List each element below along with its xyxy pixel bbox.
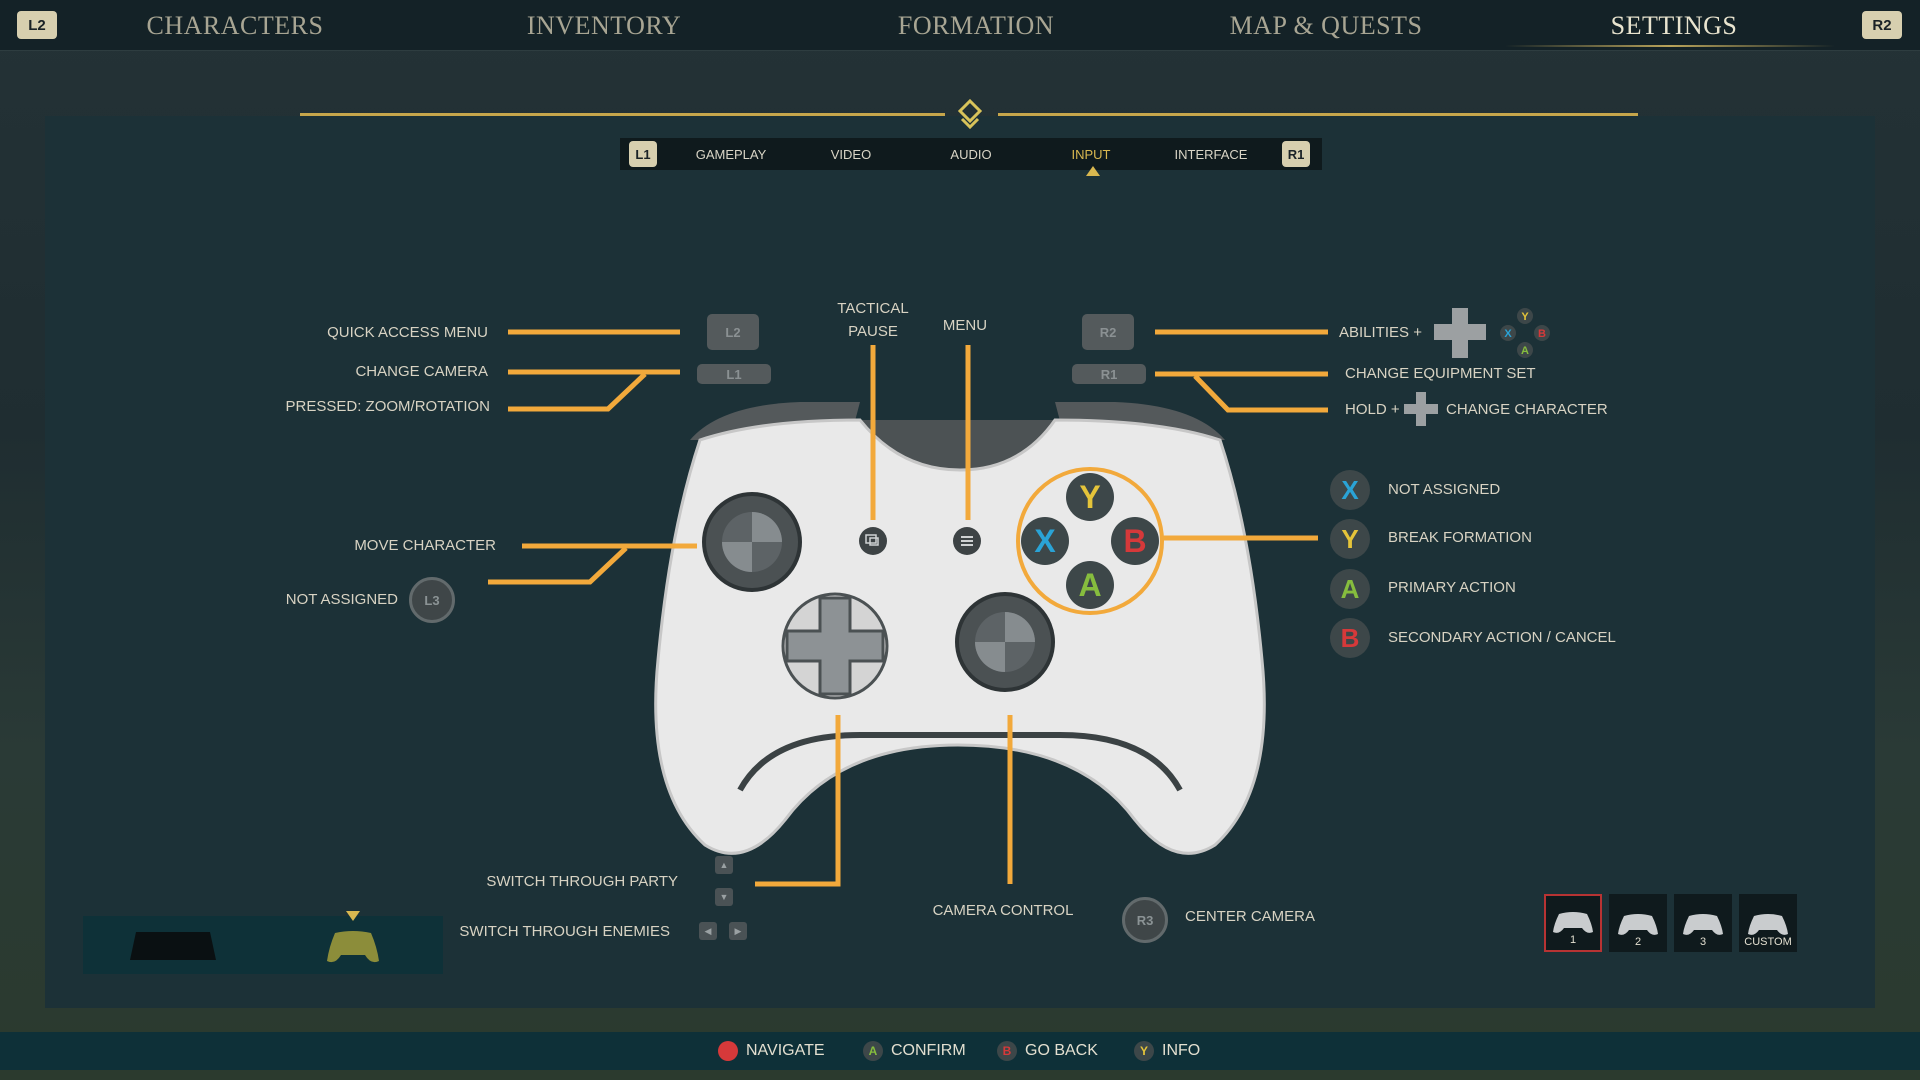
label-not-assigned-l3: NOT ASSIGNED (285, 591, 398, 608)
preset-label: 2 (1634, 936, 1642, 948)
preset-custom[interactable]: CUSTOM (1739, 894, 1797, 952)
rune-emblem-icon (957, 98, 983, 130)
l2-trigger: L2 (707, 314, 759, 350)
hint-info-label: INFO (1162, 1042, 1201, 1059)
subtab-audio[interactable]: AUDIO (950, 147, 992, 162)
a-button-icon: A (863, 1041, 883, 1061)
hint-navigate-label: NAVIGATE (746, 1042, 825, 1059)
label-y-break-formation: BREAK FORMATION (1388, 529, 1532, 546)
face-button-b: B (1123, 523, 1147, 559)
label-switch-through-enemies: SWITCH THROUGH ENEMIES (459, 923, 670, 940)
label-a-primary-action: PRIMARY ACTION (1388, 579, 1516, 596)
face-buttons-icon: Y X B A (1500, 308, 1550, 358)
dpad-right-icon: ▶ (729, 922, 747, 940)
top-nav-bar (0, 0, 1920, 51)
label-abilities: ABILITIES + (1339, 324, 1422, 341)
hint-info: Y INFO (1134, 1041, 1200, 1061)
selected-device-marker-icon (346, 911, 360, 921)
label-change-equipment-set: CHANGE EQUIPMENT SET (1345, 365, 1536, 382)
gamepad-preset-icon (1553, 912, 1593, 933)
subtab-interface[interactable]: INTERFACE (1174, 147, 1248, 162)
l1-bumper-hint[interactable]: L1 (629, 141, 657, 167)
l3-button-icon: L3 (409, 577, 455, 623)
preset-1[interactable]: 1 (1544, 894, 1602, 952)
label-change-camera: CHANGE CAMERA (355, 363, 488, 380)
label-quick-access-menu: QUICK ACCESS MENU (327, 324, 488, 341)
navigate-stick-icon (718, 1041, 738, 1061)
tab-characters[interactable]: CHARACTERS (146, 11, 324, 40)
hint-confirm: A CONFIRM (863, 1041, 966, 1061)
face-button-a: A (1078, 567, 1102, 603)
y-button-icon: Y (1134, 1041, 1154, 1061)
label-tactical-pause: TACTICAL PAUSE (837, 300, 909, 340)
label-menu: MENU (942, 317, 988, 334)
label-zoom-rotation: PRESSED: ZOOM/ROTATION (285, 398, 490, 415)
x-button-icon: X (1330, 470, 1370, 510)
label-hold: HOLD + (1345, 401, 1400, 418)
dpad-left-icon: ◀ (699, 922, 717, 940)
keyboard-device-icon[interactable] (130, 930, 216, 962)
gamepad-device-icon[interactable] (325, 927, 381, 965)
gamepad-preset-icon (1748, 914, 1788, 935)
r2-bumper-hint[interactable]: R2 (1862, 11, 1902, 39)
preset-label: CUSTOM (1744, 936, 1792, 948)
label-switch-through-party: SWITCH THROUGH PARTY (486, 873, 678, 890)
dpad-up-icon: ▲ (715, 856, 733, 874)
svg-text:B: B (1538, 328, 1546, 340)
label-camera-control: CAMERA CONTROL (932, 902, 1074, 919)
svg-text:Y: Y (1521, 311, 1529, 323)
settings-subnav (620, 138, 1322, 170)
tab-settings[interactable]: SETTINGS (1610, 11, 1738, 40)
gamepad-preset-icon (1618, 914, 1658, 935)
label-move-character: MOVE CHARACTER (354, 537, 496, 554)
subtab-gameplay[interactable]: GAMEPLAY (695, 147, 767, 162)
hint-go-back-label: GO BACK (1025, 1042, 1098, 1059)
b-button-icon: B (1330, 618, 1370, 658)
ornament-line-right (998, 113, 1638, 116)
preset-2[interactable]: 2 (1609, 894, 1667, 952)
preset-label: 3 (1699, 936, 1707, 948)
gamepad-preset-icon (1683, 914, 1723, 935)
tab-formation[interactable]: FORMATION (897, 11, 1055, 40)
label-change-character: CHANGE CHARACTER (1446, 401, 1608, 418)
l2-bumper-hint[interactable]: L2 (17, 11, 57, 39)
a-button-icon: A (1330, 569, 1370, 609)
label-b-secondary-action: SECONDARY ACTION / CANCEL (1388, 629, 1616, 646)
active-tab-underline (1505, 45, 1835, 47)
dpad-small-icon (1404, 392, 1438, 426)
r3-button-icon: R3 (1122, 897, 1168, 943)
y-button-icon: Y (1330, 519, 1370, 559)
button-hint-bar (0, 1032, 1920, 1070)
label-center-camera: CENTER CAMERA (1185, 908, 1316, 925)
svg-text:A: A (1521, 345, 1529, 357)
tab-map-quests[interactable]: MAP & QUESTS (1229, 11, 1423, 40)
subtab-video[interactable]: VIDEO (830, 147, 872, 162)
r2-trigger: R2 (1082, 314, 1134, 350)
preset-label: 1 (1569, 934, 1577, 946)
active-subtab-marker-icon (1086, 166, 1100, 176)
preset-3[interactable]: 3 (1674, 894, 1732, 952)
svg-text:X: X (1504, 328, 1512, 340)
subtab-input[interactable]: INPUT (1071, 147, 1111, 162)
r1-bumper-hint[interactable]: R1 (1282, 141, 1310, 167)
face-button-y: Y (1079, 479, 1101, 515)
l1-bumper: L1 (697, 364, 771, 384)
dpad-icon (1434, 308, 1486, 358)
tab-inventory[interactable]: INVENTORY (526, 11, 682, 40)
hint-go-back: B GO BACK (997, 1041, 1098, 1061)
hint-confirm-label: CONFIRM (891, 1042, 966, 1059)
hint-navigate: NAVIGATE (718, 1041, 825, 1061)
face-button-x: X (1034, 523, 1056, 559)
ornament-line-left (300, 113, 945, 116)
dpad-down-icon: ▼ (715, 888, 733, 906)
label-x-not-assigned: NOT ASSIGNED (1388, 481, 1501, 498)
r1-bumper: R1 (1072, 364, 1146, 384)
b-button-icon: B (997, 1041, 1017, 1061)
